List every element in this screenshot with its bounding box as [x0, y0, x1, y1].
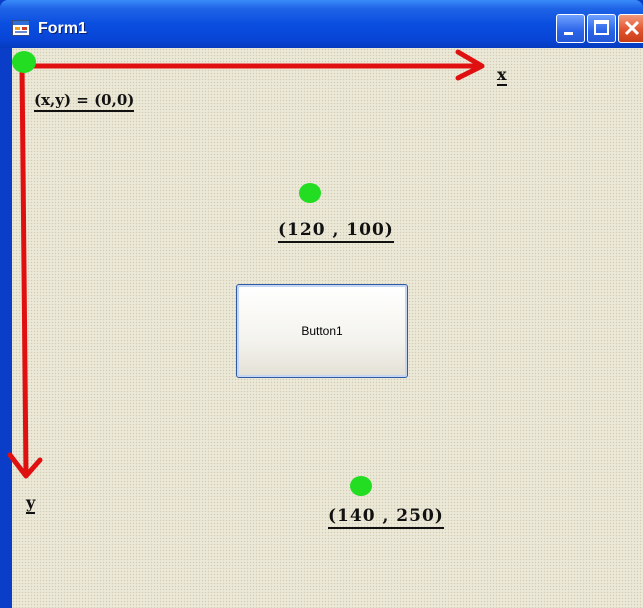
button1[interactable]: Button1 [236, 284, 408, 378]
origin-label: (x,y) = (0,0) [34, 90, 135, 112]
point-140-250-label: (140 , 250) [328, 505, 444, 529]
close-icon [624, 20, 640, 36]
x-axis-label: x [497, 65, 507, 86]
point-120-100 [299, 183, 321, 203]
form-app-icon[interactable] [12, 20, 30, 36]
point-140-250 [350, 476, 372, 496]
window-title: Form1 [38, 20, 87, 37]
maximize-icon [594, 20, 609, 35]
y-axis-arrow [7, 61, 43, 479]
y-axis-label: y [26, 493, 36, 514]
maximize-button[interactable] [587, 14, 616, 43]
origin-point [12, 51, 36, 73]
x-axis-arrow [19, 49, 485, 81]
point-120-100-label: (120 , 100) [278, 219, 394, 243]
title-bar[interactable]: Form1 [0, 0, 643, 48]
minimize-icon [564, 32, 573, 35]
minimize-button[interactable] [556, 14, 585, 43]
close-button[interactable] [618, 14, 643, 43]
